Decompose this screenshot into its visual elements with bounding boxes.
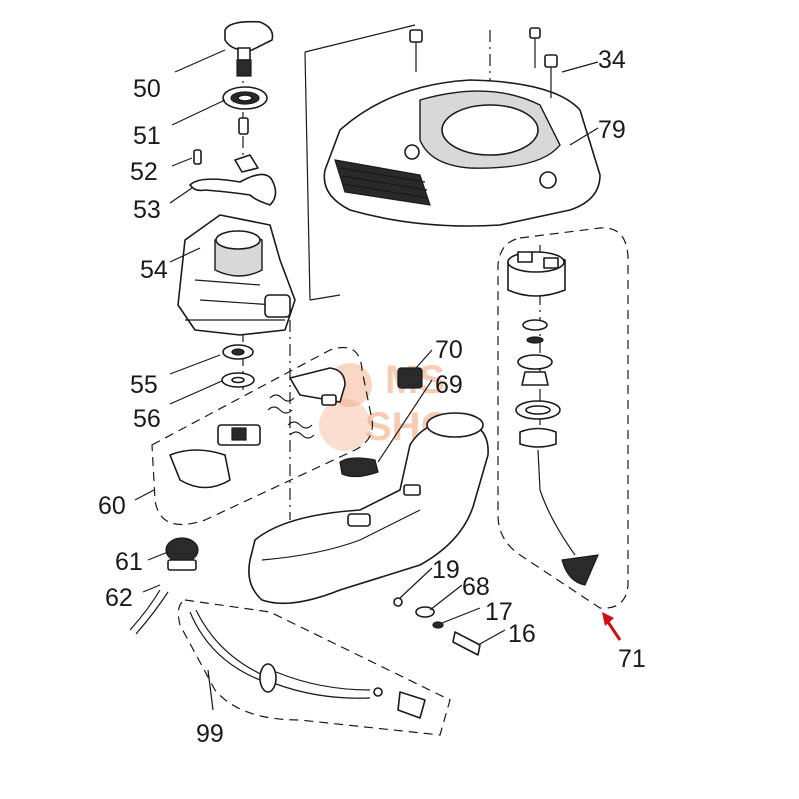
callout-34: 34 — [598, 46, 626, 74]
part-54-housing — [177, 214, 296, 336]
group-outline-71 — [497, 227, 629, 609]
part-69-grommet — [339, 457, 379, 478]
part-56-washer — [221, 372, 255, 388]
part-51-bearing — [222, 86, 268, 135]
callout-60: 60 — [98, 492, 126, 520]
callout-labels: 50 51 52 53 54 55 56 60 61 62 99 34 79 7… — [98, 46, 646, 748]
callout-50: 50 — [133, 75, 161, 103]
callout-68: 68 — [462, 573, 490, 601]
group-outline-99 — [177, 599, 451, 736]
part-34-screws — [409, 27, 558, 98]
callout-69: 69 — [435, 371, 463, 399]
callout-53: 53 — [133, 196, 161, 224]
part-52-pin — [193, 149, 202, 165]
part-50-shaft — [224, 20, 274, 77]
part-fasteners — [393, 597, 481, 656]
callout-19: 19 — [432, 556, 460, 584]
callout-54: 54 — [140, 256, 168, 284]
callout-17: 17 — [485, 598, 513, 626]
callout-51: 51 — [133, 122, 161, 150]
part-55-bearing — [222, 344, 254, 360]
callout-79: 79 — [598, 116, 626, 144]
part-62-hose — [129, 589, 169, 635]
part-53-gasket — [189, 173, 277, 206]
callout-16: 16 — [508, 620, 536, 648]
group-outline-60 — [151, 346, 373, 526]
part-61-primer-bulb — [165, 537, 199, 571]
callout-55: 55 — [130, 371, 158, 399]
callout-71: 71 — [618, 645, 646, 673]
part-99-fuel-lines — [189, 609, 426, 719]
callout-52: 52 — [130, 158, 158, 186]
leader-lines — [134, 49, 599, 711]
part-53-gasket-tab — [234, 154, 259, 173]
part-71-fuel-cap — [507, 251, 599, 586]
callout-61: 61 — [115, 548, 143, 576]
callout-70: 70 — [435, 336, 463, 364]
part-70-block — [397, 367, 423, 389]
callout-56: 56 — [133, 405, 161, 433]
part-60-clutch-group — [169, 367, 346, 489]
callout-99: 99 — [196, 720, 224, 748]
highlight-arrow-71 — [602, 612, 622, 641]
part-79-top-cover — [323, 79, 601, 227]
fuel-tank — [248, 412, 489, 605]
callout-62: 62 — [105, 584, 133, 612]
